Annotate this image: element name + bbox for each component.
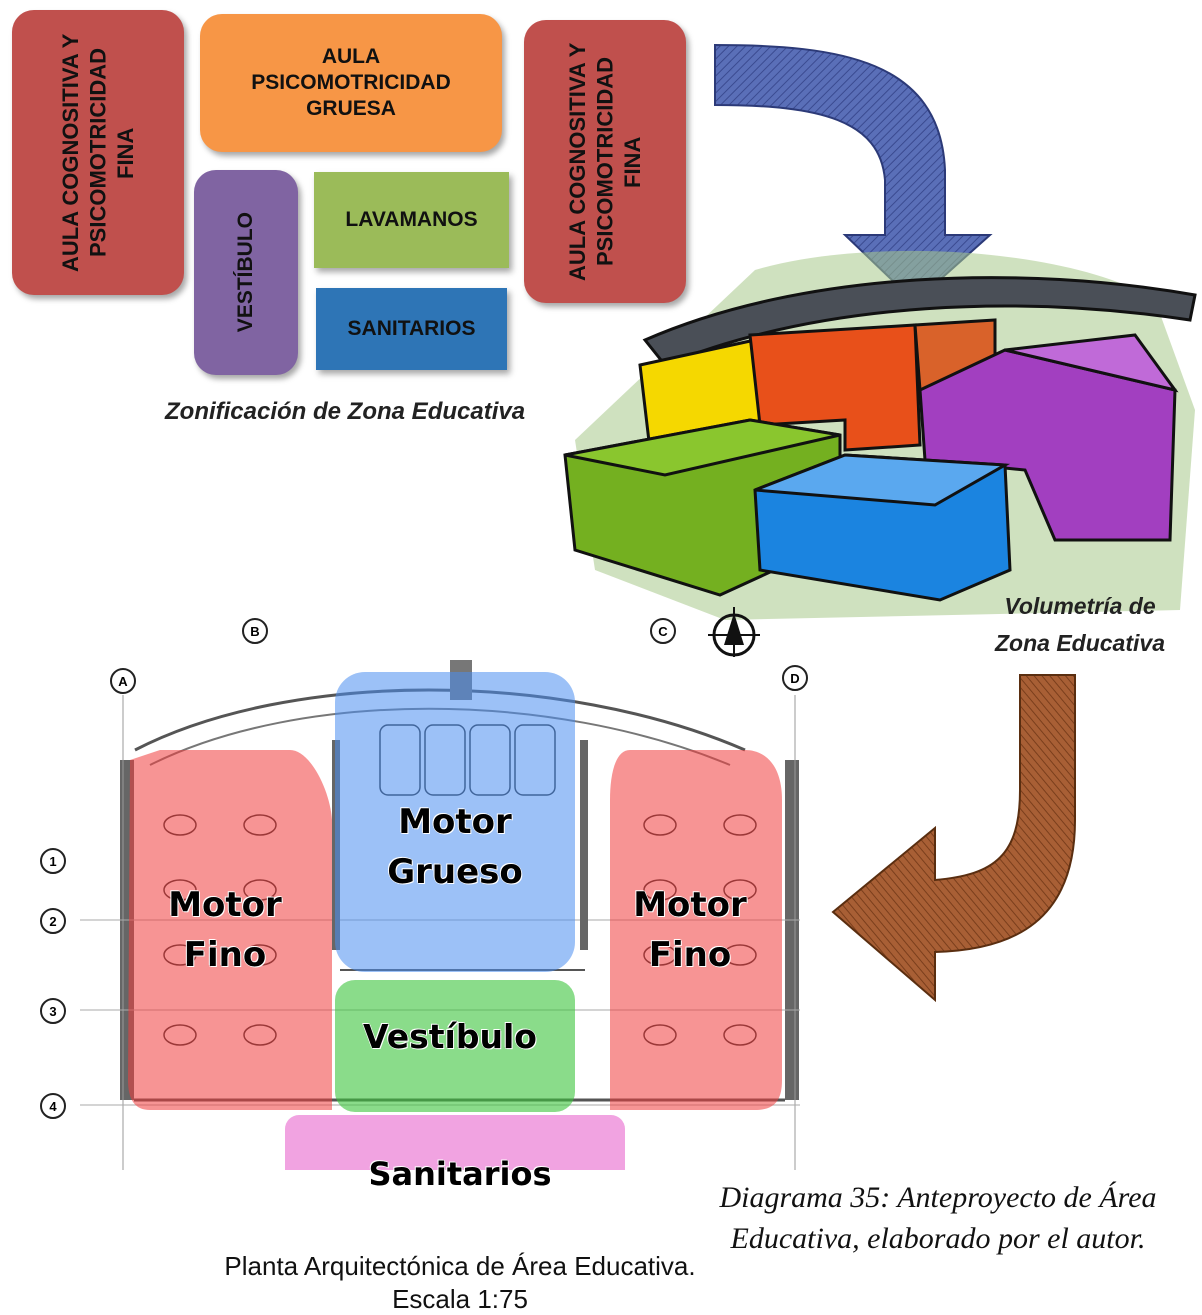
label-motor-fino-left-line2: Fino [125,938,325,974]
zone-lavamanos-label: LAVAMANOS [345,207,477,233]
zone-aula-cognositiva-left: AULA COGNOSITIVA Y PSICOMOTRICIDAD FINA [12,10,184,295]
volumetry-caption-line2: Zona Educativa [975,625,1185,662]
floor-plan-caption: Planta Arquitectónica de Área Educativa.… [150,1250,770,1315]
grid-bubble-4: 4 [40,1093,66,1119]
floor-plan-caption-line2: Escala 1:75 [150,1283,770,1315]
label-motor-fino-right-line1: Motor [590,888,790,924]
zone-sanitarios: SANITARIOS [316,288,507,370]
label-motor-grueso: Motor Grueso [340,805,570,890]
grid-bubble-d: D [782,665,808,691]
grid-bubble-a: A [110,668,136,694]
zone-vestibulo-label: VESTÍBULO [233,212,259,332]
diagram-caption: Diagrama 35: Anteproyecto de Área Educat… [688,1178,1188,1259]
arrow-brown-left-icon [825,670,1085,1010]
label-vestibulo: Vestíbulo [335,1020,565,1055]
label-motor-fino-right-line2: Fino [590,938,790,974]
grid-bubble-3: 3 [40,998,66,1024]
label-motor-fino-left: Motor Fino [125,888,325,973]
volumetry-caption: Volumetría de Zona Educativa [975,588,1185,662]
volumetry-model [555,240,1200,625]
zone-vestibulo: VESTÍBULO [194,170,298,375]
zone-lavamanos: LAVAMANOS [314,172,509,268]
floor-plan-caption-line1: Planta Arquitectónica de Área Educativa. [150,1250,770,1283]
zoning-caption: Zonificación de Zona Educativa [165,398,525,426]
label-sanitarios: Sanitarios [340,1158,580,1192]
label-motor-fino-left-line1: Motor [125,888,325,924]
zone-sanitarios-label: SANITARIOS [348,316,476,342]
diagram-caption-line1: Diagrama 35: Anteproyecto de Área [688,1178,1188,1219]
zone-aula-cognositiva-left-label: AULA COGNOSITIVA Y PSICOMOTRICIDAD FINA [57,28,140,278]
label-motor-fino-right: Motor Fino [590,888,790,973]
zone-aula-psicomotricidad-gruesa: AULA PSICOMOTRICIDAD GRUESA [200,14,502,152]
label-motor-grueso-line2: Grueso [340,855,570,891]
volumetry-caption-line1: Volumetría de [975,588,1185,625]
grid-bubble-1: 1 [40,848,66,874]
grid-bubble-b: B [242,618,268,644]
grid-bubble-2: 2 [40,908,66,934]
zone-aula-psicomotricidad-gruesa-label: AULA PSICOMOTRICIDAD GRUESA [251,44,451,123]
label-motor-grueso-line1: Motor [340,805,570,841]
grid-bubble-c: C [650,618,676,644]
